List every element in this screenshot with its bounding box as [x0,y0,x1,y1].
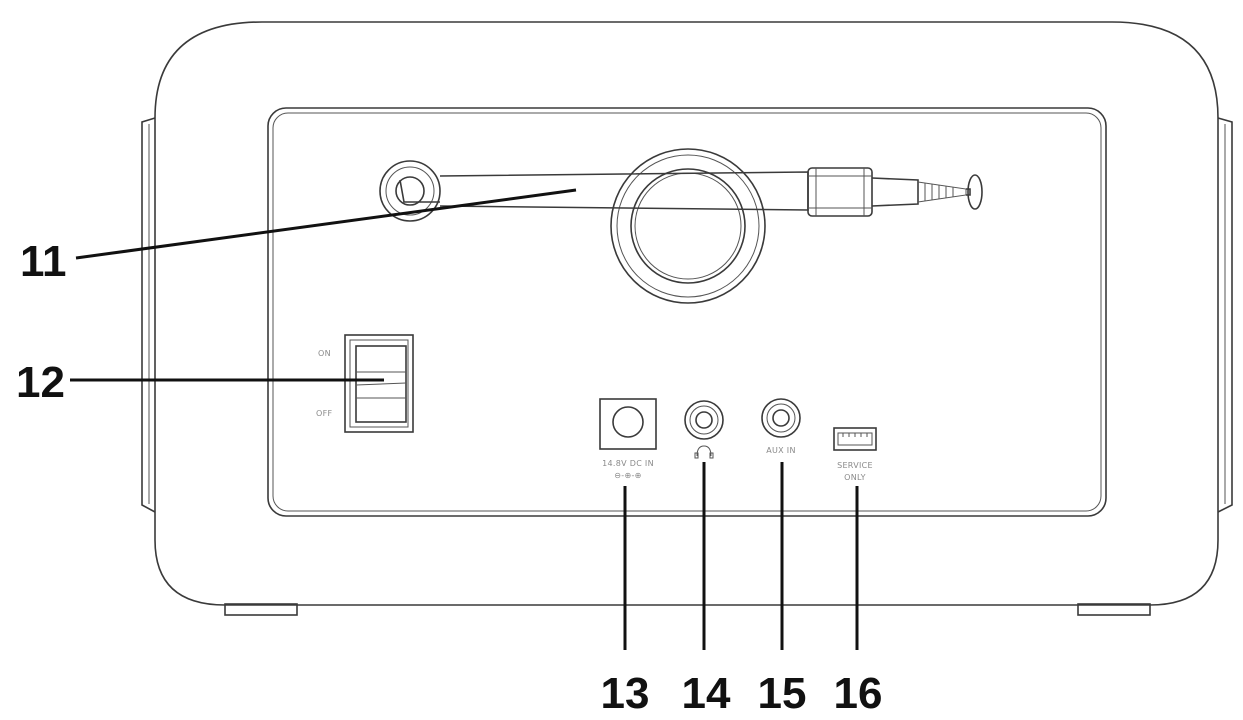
aux-in-label: AUX IN [766,446,796,455]
switch-on-label: ON [318,349,331,358]
callout-13: 13 [601,669,650,718]
left-foot [224,603,298,616]
service-usb-port [833,427,877,451]
telescopic-antenna [379,160,983,222]
headphone-icon [694,445,714,459]
callout-15: 15 [758,669,807,718]
callout-11: 11 [20,237,67,286]
dc-in-socket [599,398,657,450]
rear-panel-inner-edge [272,112,1102,512]
power-switch[interactable] [344,334,414,433]
housing-outline [154,21,1219,606]
switch-off-label: OFF [316,409,332,418]
service-label: SERVICE [837,461,873,470]
right-foot [1077,603,1151,616]
callout-16: 16 [834,669,883,718]
dc-in-polarity-label: ⊖-⊕-⊕ [614,471,641,480]
right-side-bar [1217,117,1233,513]
callout-14: 14 [682,669,731,718]
dc-in-label: 14.8V DC IN [602,459,654,468]
aux-in-jack [761,398,801,438]
left-side-bar [141,117,156,513]
callout-12: 12 [16,358,65,407]
rear-panel [267,107,1107,517]
service-only-label: ONLY [844,473,866,482]
headphone-jack [684,400,724,440]
leader-line-11 [75,188,577,260]
